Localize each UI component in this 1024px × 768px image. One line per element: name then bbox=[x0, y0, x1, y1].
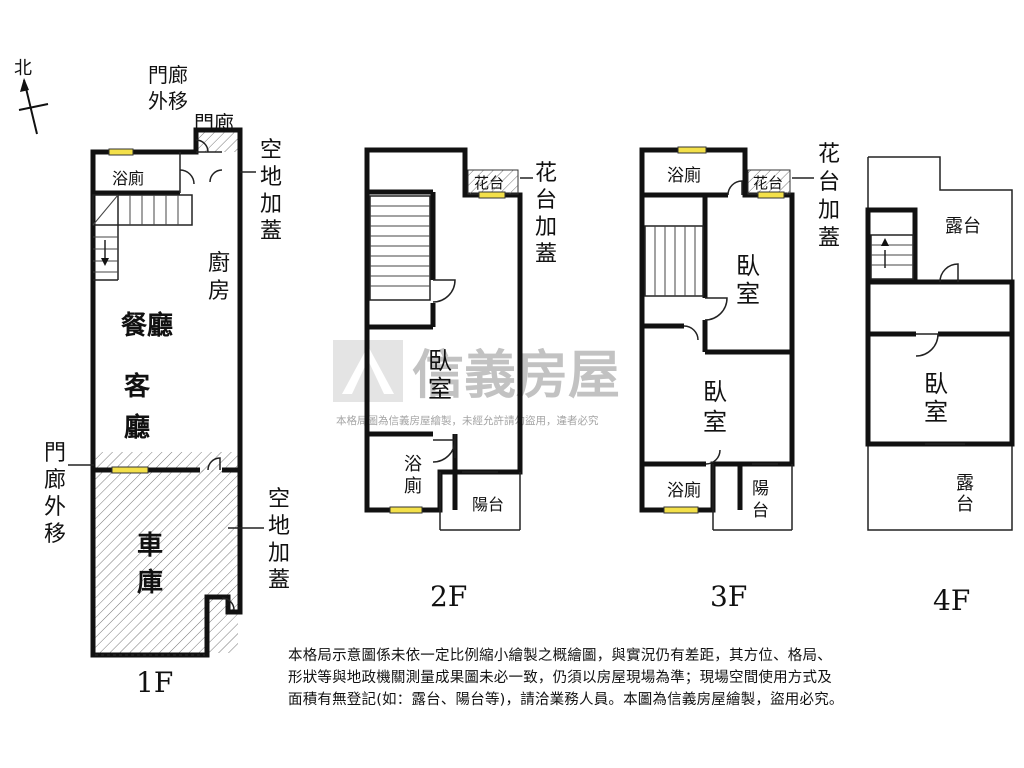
f3-balcony-1: 陽 bbox=[752, 479, 769, 499]
f1-porch-moved-top-1: 門廊 bbox=[148, 63, 188, 87]
f1-living-1: 客 bbox=[124, 371, 151, 402]
disclaimer-note: 本格局示意圖係未依一定比例縮小繪製之概繪圖，與實況仍有差距，其方位、格局、 形狀… bbox=[288, 645, 968, 711]
watermark: 信義房屋 本格局圖為信義房屋繪製，未經允許請勿盜用，違者必究 bbox=[333, 340, 620, 427]
f1-open-land-top-2: 地 bbox=[260, 165, 282, 190]
f1-open-land-top-1: 空 bbox=[260, 138, 282, 163]
f1-open-land-top-3: 加 bbox=[260, 192, 282, 217]
f1-open-land-side-2: 地 bbox=[268, 514, 290, 539]
watermark-notice: 本格局圖為信義房屋繪製，未經允許請勿盜用，違者必究 bbox=[336, 414, 599, 427]
f1-porch-moved-side-3: 外 bbox=[44, 495, 66, 520]
f3-bath-bottom: 浴廁 bbox=[667, 480, 701, 501]
disclaimer-line: 形狀等與地政機關測量成果圖未必一致，仍須以房屋現場為準；現場空間使用方式及 bbox=[288, 670, 832, 686]
f3-bath-top: 浴廁 bbox=[667, 165, 701, 186]
f2-planter-cover-1: 花 bbox=[535, 161, 557, 186]
compass-north-label: 北 bbox=[14, 58, 32, 79]
f1-garage-1: 車 bbox=[137, 531, 163, 561]
f2-bath-1: 浴 bbox=[404, 454, 422, 475]
f3-bedroom-b-1: 臥 bbox=[703, 378, 727, 406]
floor-2f-plan bbox=[364, 147, 523, 531]
floor-1f-labels: 門廊 外移 門廊 浴廁 空 地 加 蓋 廚 房 餐廳 客 廳 門 廊 外 移 車… bbox=[44, 63, 290, 699]
f3-planter-cover-2: 台 bbox=[818, 170, 840, 195]
floor-2f-labels: 花台 花 台 加 蓋 臥 室 浴 廁 陽台 2F bbox=[404, 161, 557, 613]
f3-balcony-2: 台 bbox=[752, 501, 769, 521]
floor-4f-labels: 露台 臥 室 露 台 4F bbox=[924, 216, 981, 617]
f2-floor-name: 2F bbox=[430, 580, 467, 613]
f3-planter-cover-3: 加 bbox=[818, 198, 840, 223]
f3-floor-name: 3F bbox=[710, 580, 747, 613]
f1-bath: 浴廁 bbox=[112, 169, 144, 188]
f1-porch: 門廊 bbox=[194, 111, 234, 135]
f3-planter-cover-1: 花 bbox=[818, 142, 840, 167]
f2-bedroom-2: 室 bbox=[428, 375, 452, 403]
f3-bedroom-a-1: 臥 bbox=[736, 252, 760, 280]
f3-planter: 花台 bbox=[753, 174, 783, 192]
f1-kitchen-2: 房 bbox=[208, 279, 230, 304]
f1-open-land-side-4: 蓋 bbox=[268, 568, 290, 593]
f1-garage-2: 庫 bbox=[137, 568, 163, 598]
f2-planter-cover-3: 加 bbox=[535, 215, 557, 240]
f4-floor-name: 4F bbox=[933, 584, 970, 617]
f2-planter-cover-4: 蓋 bbox=[535, 242, 557, 267]
garage-hatch bbox=[95, 470, 238, 653]
f2-balcony: 陽台 bbox=[472, 495, 504, 514]
f2-planter: 花台 bbox=[474, 174, 504, 192]
floor-4f-plan bbox=[865, 156, 1015, 531]
f1-porch-moved-side-2: 廊 bbox=[44, 468, 66, 493]
f2-bath-2: 廁 bbox=[404, 475, 422, 497]
f4-terrace-top: 露台 bbox=[945, 216, 981, 237]
f4-bedroom-1: 臥 bbox=[924, 370, 948, 398]
f1-open-land-side-3: 加 bbox=[268, 541, 290, 566]
f2-planter-cover-2: 台 bbox=[535, 188, 557, 213]
disclaimer-line: 本格局示意圖係未依一定比例縮小繪製之概繪圖，與實況仍有差距，其方位、格局、 bbox=[288, 648, 832, 664]
f3-planter-cover-4: 蓋 bbox=[818, 226, 840, 251]
f4-bedroom-2: 室 bbox=[924, 398, 948, 426]
f4-terrace-bottom-2: 台 bbox=[956, 494, 974, 515]
f1-porch-moved-side-4: 移 bbox=[44, 522, 66, 547]
f2-bedroom-1: 臥 bbox=[428, 347, 452, 375]
disclaimer-line: 面積有無登記(如：露台、陽台等)，請洽業務人員。本圖為信義房屋繪製，盜用必究。 bbox=[288, 692, 844, 708]
f1-living-2: 廳 bbox=[124, 412, 150, 443]
f1-porch-moved-top-2: 外移 bbox=[148, 89, 188, 113]
f4-terrace-bottom-1: 露 bbox=[956, 473, 974, 494]
f3-bedroom-a-2: 室 bbox=[736, 280, 760, 308]
floor-1f-plan bbox=[90, 127, 243, 658]
f1-porch-moved-side-1: 門 bbox=[44, 441, 66, 466]
f1-dining: 餐廳 bbox=[121, 310, 173, 341]
f1-open-land-side-1: 空 bbox=[268, 487, 290, 512]
north-arrow: 北 bbox=[14, 58, 49, 135]
f3-bedroom-b-2: 室 bbox=[703, 408, 727, 436]
floor-3f-labels: 浴廁 花台 花 台 加 蓋 臥 室 臥 室 浴廁 陽 台 3F bbox=[667, 142, 840, 613]
f1-floor-name: 1F bbox=[136, 666, 173, 699]
f1-kitchen-1: 廚 bbox=[208, 251, 230, 276]
floor-3f-plan bbox=[639, 146, 795, 531]
watermark-brand: 信義房屋 bbox=[412, 346, 620, 406]
f1-open-land-top-4: 蓋 bbox=[260, 219, 282, 244]
